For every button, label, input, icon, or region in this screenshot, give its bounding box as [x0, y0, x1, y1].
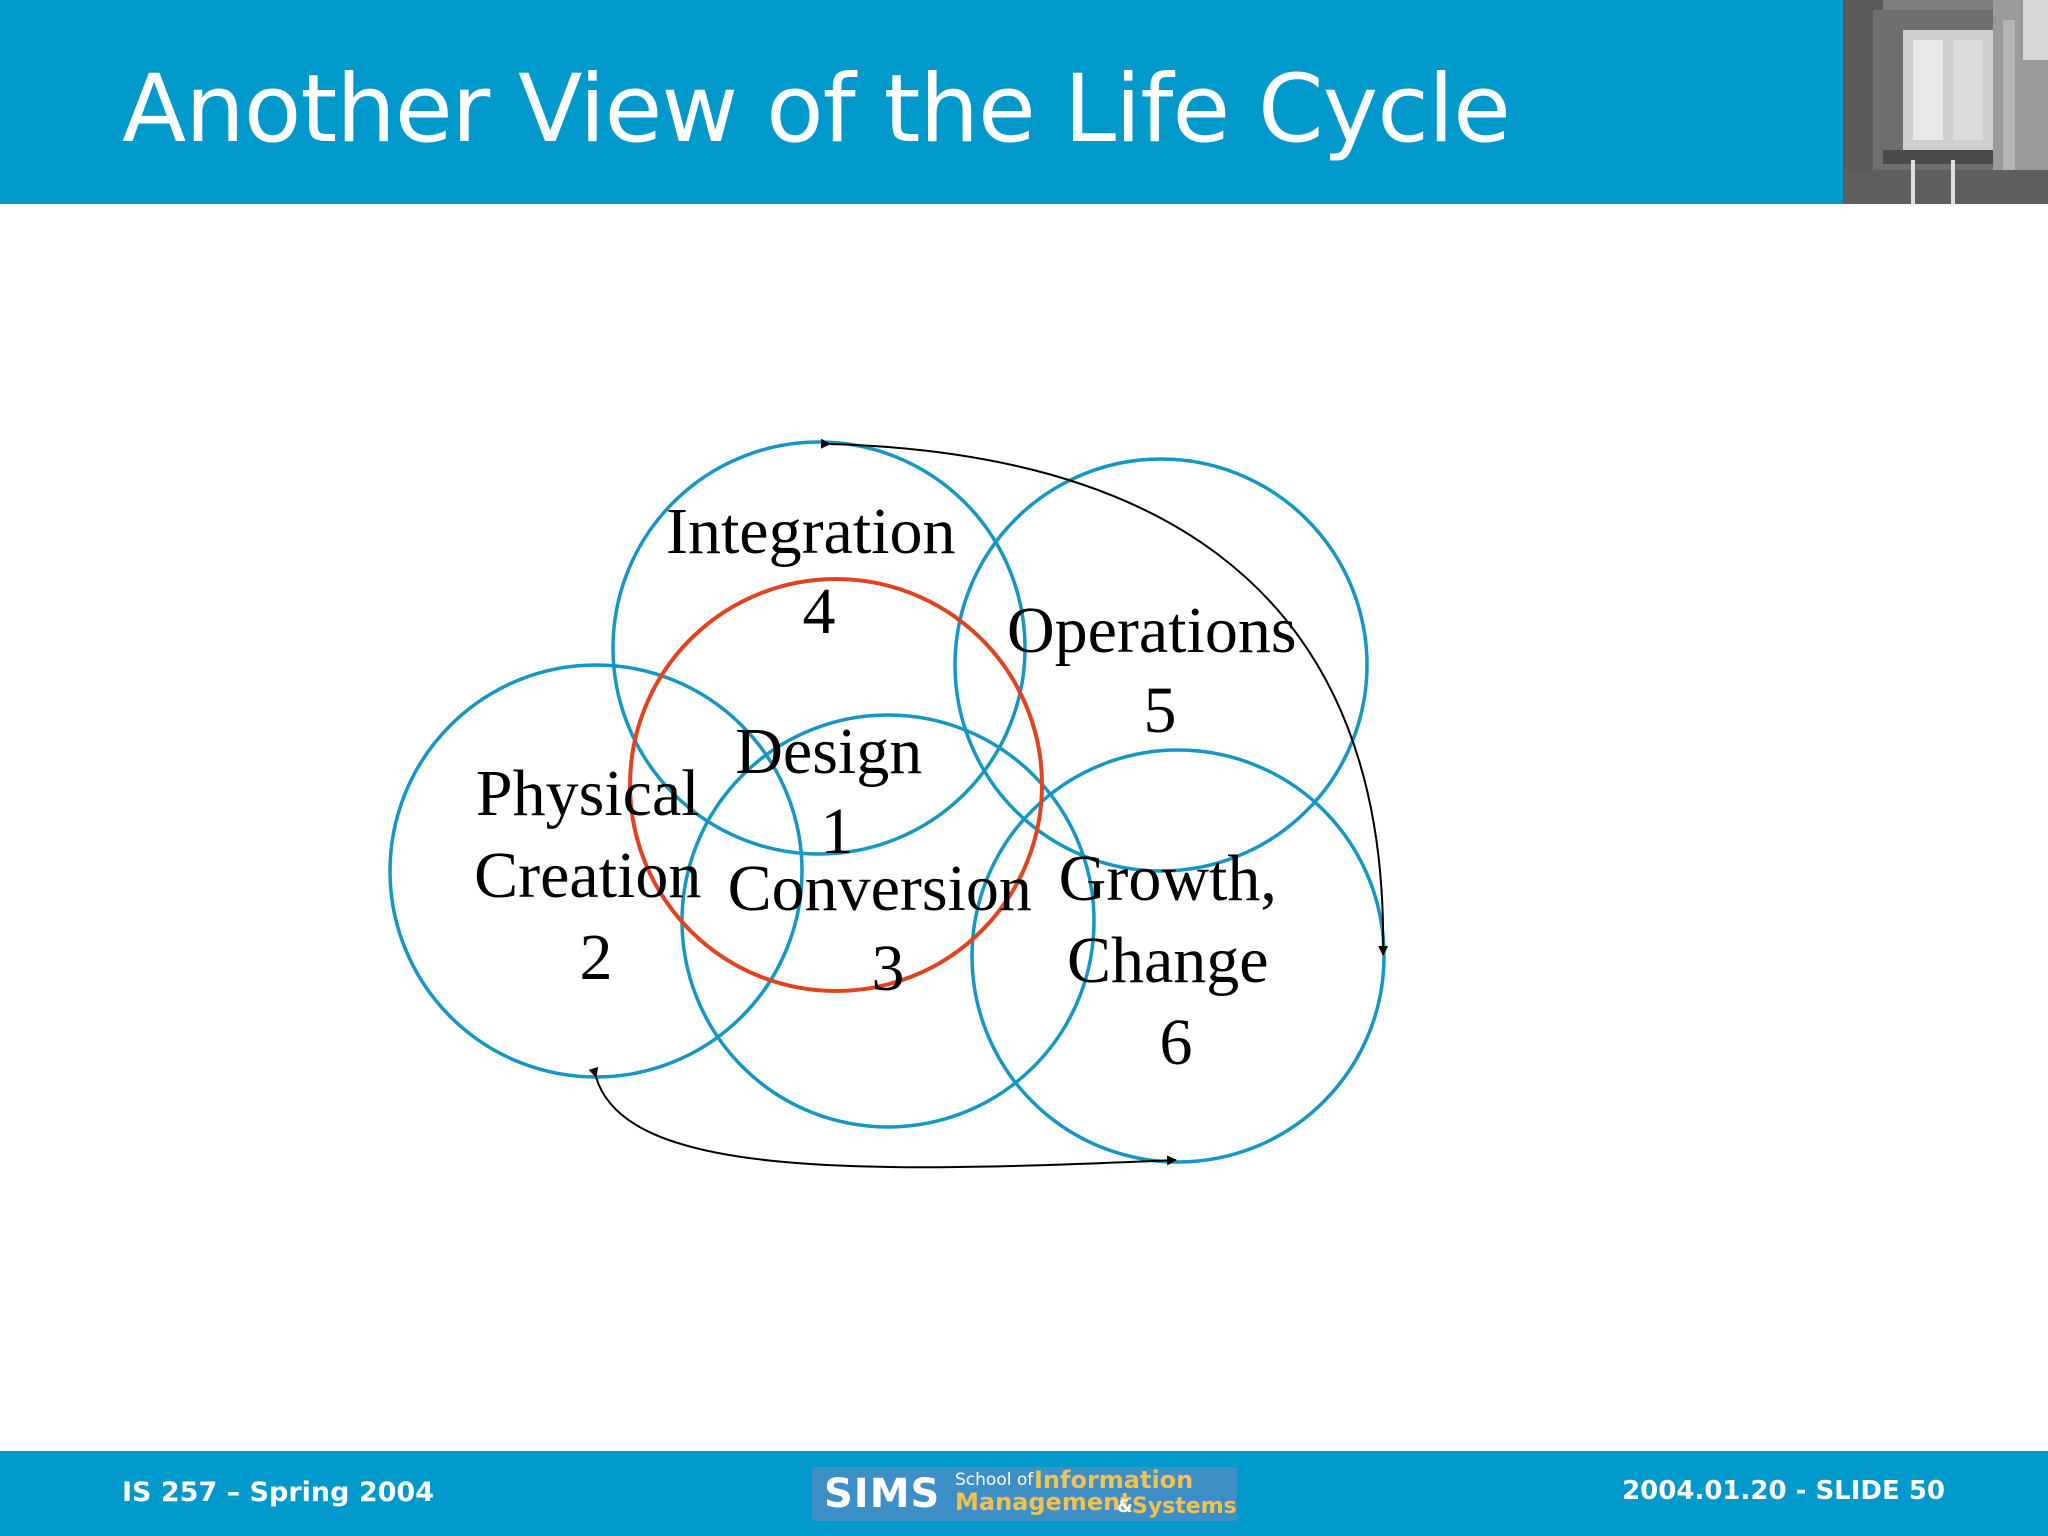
- stage-label-integration: Integration 4: [666, 495, 972, 648]
- logo-sims-text: SIMS: [824, 1471, 941, 1517]
- arrow-integration-to-growth: [820, 438, 1389, 956]
- logo-school-of: School of: [955, 1470, 1034, 1490]
- slide-number-label: 2004.01.20 - SLIDE 50: [1622, 1476, 1945, 1506]
- sims-logo: SIMS School of Information Management & …: [812, 1467, 1237, 1521]
- stage-label-design: Design 1: [735, 715, 938, 868]
- logo-management: Management: [955, 1488, 1132, 1516]
- slide-title: Another View of the Life Cycle: [122, 55, 1511, 164]
- arrow-physical-to-growth: [588, 1066, 1177, 1169]
- stage-label-physical-creation: Physical Creation 2: [474, 757, 718, 994]
- title-bar: Another View of the Life Cycle: [0, 0, 2048, 204]
- logo-systems: Systems: [1132, 1494, 1237, 1519]
- stage-label-conversion: Conversion 3: [728, 852, 1049, 1005]
- footer-bar: IS 257 – Spring 2004 SIMS School of Info…: [0, 1451, 2048, 1536]
- stage-label-operations: Operations 5: [1007, 594, 1313, 747]
- logo-information: Information: [1034, 1467, 1194, 1494]
- course-label: IS 257 – Spring 2004: [122, 1477, 434, 1508]
- stage-label-growth-change: Growth, Change 6: [1059, 842, 1294, 1079]
- logo-ampersand: &: [1117, 1496, 1133, 1517]
- building-photo: [1843, 0, 2048, 204]
